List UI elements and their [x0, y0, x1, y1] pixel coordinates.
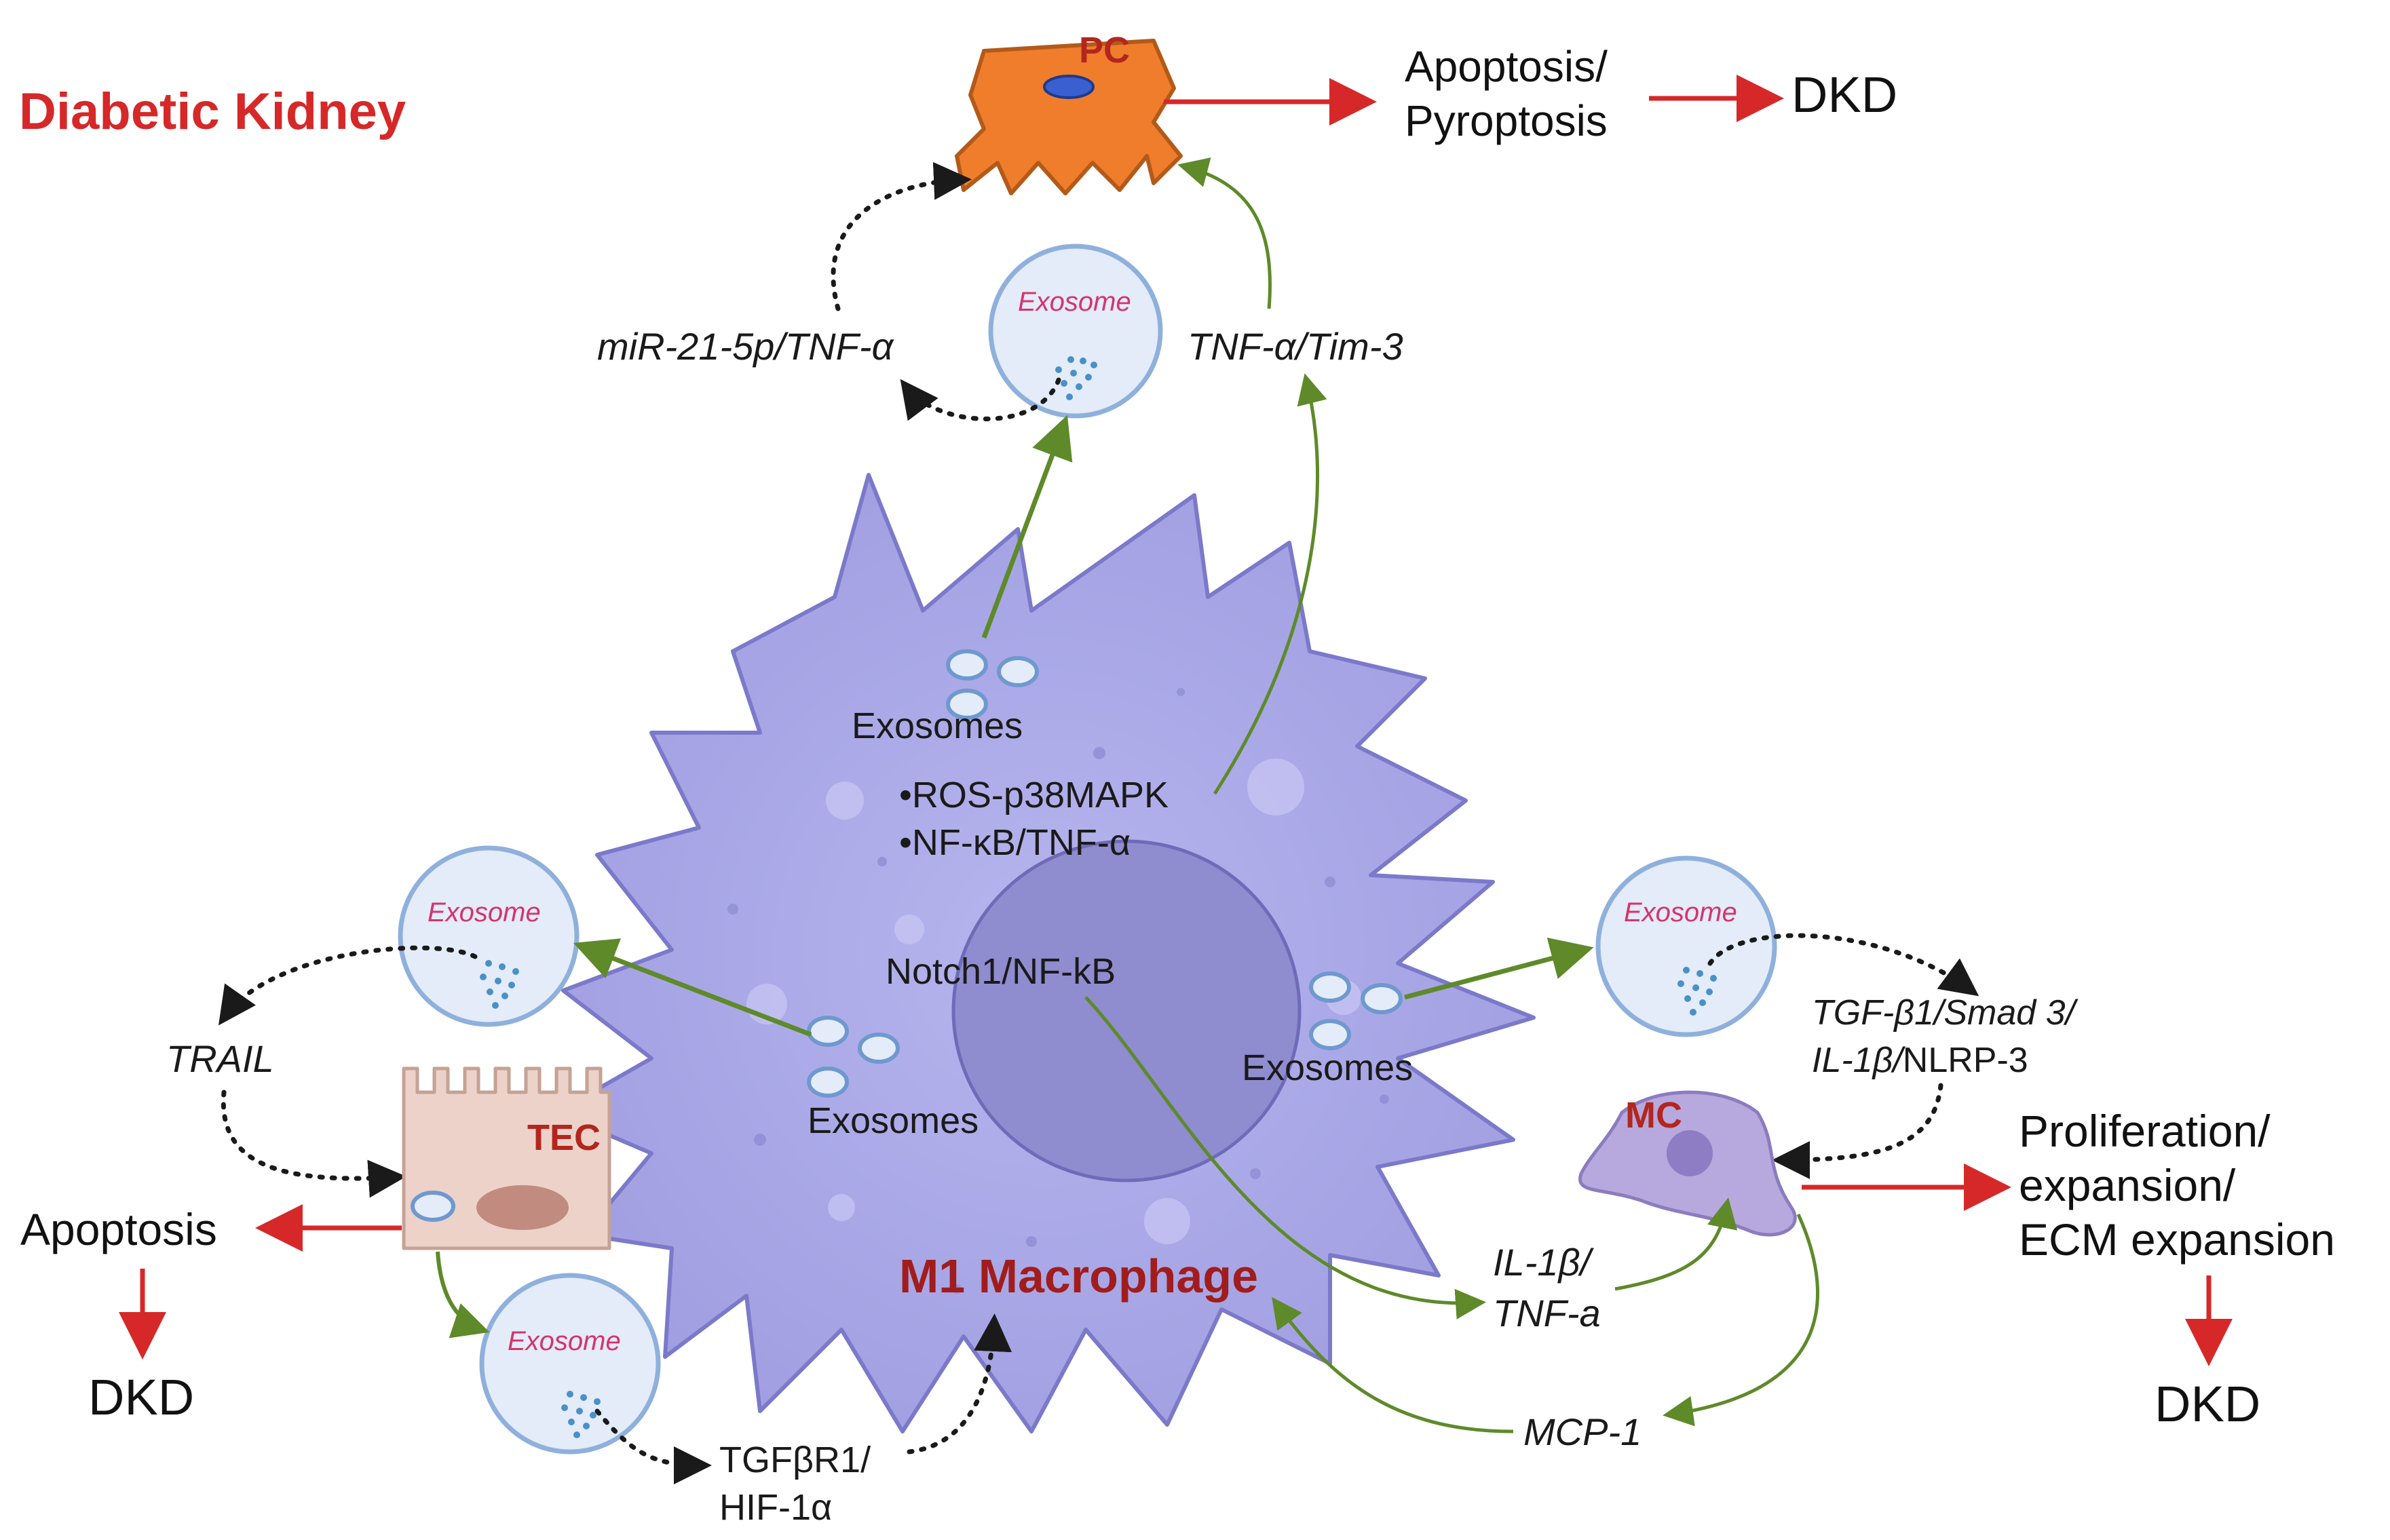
- pc-label: PC: [1079, 30, 1130, 71]
- mc-outcome-line3: ECM expansion: [2019, 1214, 2335, 1265]
- pc-outcome-line2: Pyroptosis: [1405, 96, 1608, 145]
- exosome-top: Exosome: [988, 244, 1163, 419]
- exosome-bottom: Exosome: [479, 1273, 661, 1455]
- mediator-trail: TRAIL: [166, 1037, 274, 1080]
- m1-macrophage: Exosomes Exosomes Exosomes •ROS-p38MAPK …: [554, 473, 1536, 1433]
- exosome-bottom-label: Exosome: [508, 1326, 621, 1356]
- tec-nucleus: [476, 1185, 569, 1230]
- exosome-cluster-left: [807, 1016, 900, 1098]
- arrow-exosome-to-tgfb1: [1707, 933, 1979, 997]
- tec-dkd: DKD: [88, 1369, 194, 1425]
- mc-label: MC: [1625, 1095, 1682, 1136]
- exosomes-label-top: Exosomes: [852, 706, 1023, 746]
- exosome-cluster-right: [1309, 971, 1403, 1050]
- mediator-tgfb1-il1b: IL-1β/: [1812, 1041, 1905, 1080]
- arrow-mac-to-exosome-top: [981, 415, 1073, 639]
- tec-cell: TEC: [402, 1066, 611, 1250]
- tec-outcome-apoptosis: Apoptosis: [20, 1204, 217, 1254]
- mediator-il1b-line2: TNF-a: [1493, 1292, 1601, 1334]
- exosome-right-label: Exosome: [1624, 898, 1737, 927]
- pathway-notch1-nfkb: Notch1/NF-kB: [886, 951, 1116, 992]
- tec-label: TEC: [527, 1117, 601, 1158]
- mediator-tgfbr1-line1: TGFβR1/: [719, 1440, 871, 1480]
- exosome-left-label: Exosome: [428, 898, 541, 927]
- macrophage-nucleus: [951, 839, 1302, 1182]
- pathway-ros-p38mapk: •ROS-p38MAPK: [899, 775, 1169, 815]
- arrow-tgfb1-to-mc: [1772, 1083, 1943, 1179]
- arrow-exosome-to-tgfbr1: [594, 1408, 712, 1484]
- tec-vesicle: [411, 1191, 455, 1222]
- mediator-tnf-tim3: TNF-α/Tim-3: [1188, 325, 1403, 368]
- exosome-left: Exosome: [398, 845, 580, 1027]
- exosomes-label-left: Exosomes: [808, 1100, 979, 1141]
- mediator-mir21: miR-21-5p/TNF-α: [597, 325, 894, 368]
- arrow-mir21-to-pc: [831, 161, 972, 311]
- pc-cell-body: [955, 39, 1183, 195]
- title: Diabetic Kidney: [19, 83, 406, 140]
- mediator-tgfb1-nlrp3: NLRP-3: [1903, 1041, 2028, 1080]
- mc-outcome-line2: expansion/: [2019, 1160, 2236, 1210]
- arrow-tgfbr1-to-mac: [907, 1313, 1012, 1455]
- arrow-mac-to-tnf-tim3: [1213, 373, 1327, 795]
- mc-cell: MC: [1578, 1090, 1797, 1237]
- arrow-tec-to-exosome-bottom: [436, 1251, 490, 1339]
- arrow-exosome-to-trail: [218, 945, 478, 1026]
- arrow-mac-to-exosome-right: [1404, 938, 1594, 1000]
- mc-nucleus: [1667, 1130, 1713, 1176]
- pc-cell: PC: [955, 30, 1183, 195]
- arrow-mcp1-to-mac: [1272, 1296, 1514, 1433]
- mc-outcome-line1: Proliferation/: [2019, 1106, 2271, 1156]
- arrow-mac-to-il1b: [1084, 996, 1486, 1320]
- pc-nucleus: [1043, 75, 1095, 99]
- mediator-tgfb1-line2: IL-1β/NLRP-3: [1812, 1041, 2028, 1080]
- mediator-tgfbr1-line2: HIF-1α: [719, 1487, 832, 1528]
- arrow-mac-to-exosome-left: [573, 938, 812, 1037]
- arrow-trail-to-tec: [221, 1090, 406, 1198]
- mediator-il1b-line1: IL-1β/: [1493, 1241, 1594, 1284]
- exosome-right: Exosome: [1595, 855, 1777, 1037]
- arrow-il1b-to-mc: [1614, 1197, 1738, 1291]
- exosome-top-label: Exosome: [1018, 287, 1131, 317]
- pc-dkd: DKD: [1791, 66, 1897, 123]
- mediator-mcp1: MCP-1: [1523, 1410, 1642, 1453]
- exosome-cluster-top: [946, 649, 1039, 720]
- pc-outcome-line1: Apoptosis/: [1405, 42, 1608, 91]
- pathway-nfkb-tnfa: •NF-κB/TNF-α: [899, 822, 1131, 863]
- exosomes-label-right: Exosomes: [1242, 1047, 1413, 1088]
- mediator-tgfb1-line1: TGF-β1/Smad 3/: [1812, 993, 2079, 1033]
- arrow-exosome-to-mir21: [900, 377, 1061, 421]
- macrophage-label: M1 Macrophage: [899, 1250, 1258, 1303]
- arrow-mc-to-mcp1: [1663, 1213, 1819, 1427]
- mc-dkd: DKD: [2155, 1376, 2260, 1432]
- arrow-tnf-tim3-to-pc: [1177, 157, 1272, 309]
